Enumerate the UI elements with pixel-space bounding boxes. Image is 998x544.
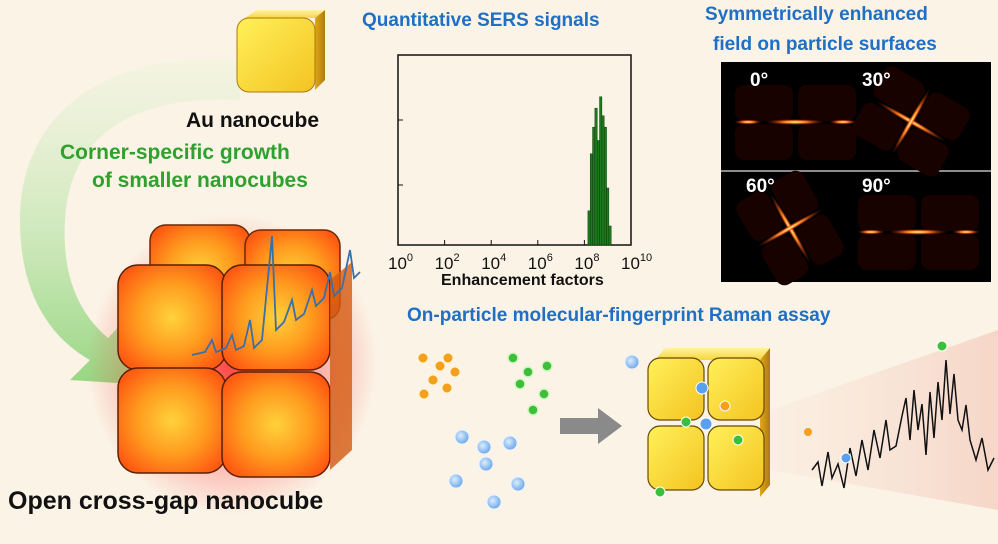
field-map-30 bbox=[852, 66, 970, 177]
au-nanocube-label: Au nanocube bbox=[186, 109, 320, 132]
quantitative-sers-title: Quantitative SERS signals bbox=[362, 10, 600, 31]
growth-label-line1: Corner-specific growth bbox=[60, 141, 290, 164]
field-map-90 bbox=[857, 195, 980, 270]
histogram-bar-6 bbox=[601, 115, 605, 246]
gold-cross-gap-nanocube bbox=[647, 348, 770, 498]
growth-label-line2: of smaller nanocubes bbox=[92, 169, 308, 192]
green-molecules bbox=[507, 352, 553, 416]
histogram-xlabel: Enhancement factors bbox=[441, 272, 604, 289]
histogram-xtick-label-5: 1010 bbox=[621, 252, 652, 273]
laser-beam bbox=[770, 330, 998, 510]
orange-molecules bbox=[417, 352, 461, 400]
growth-arrow bbox=[20, 58, 240, 385]
blue-molecules bbox=[448, 354, 640, 510]
histogram-xtick-label-2: 104 bbox=[481, 252, 506, 273]
cross-gap-nanocube bbox=[87, 215, 377, 515]
raman-assay-title: On-particle molecular-fingerprint Raman … bbox=[407, 305, 831, 326]
histogram-xtick-label-0: 100 bbox=[388, 252, 413, 273]
histogram-bar-9 bbox=[608, 225, 612, 246]
angle-0-label: 0° bbox=[750, 70, 769, 91]
angle-90-label: 90° bbox=[862, 176, 891, 197]
spectrum-marker-orange bbox=[804, 428, 812, 436]
histogram-bar-1 bbox=[589, 153, 593, 246]
field-title-line1: Symmetrically enhanced bbox=[705, 4, 928, 25]
histogram-bar-8 bbox=[606, 187, 610, 246]
field-map-0 bbox=[734, 85, 857, 160]
histogram-bar-2 bbox=[592, 126, 596, 246]
histogram-bar-5 bbox=[599, 96, 603, 246]
open-cross-gap-label: Open cross-gap nanocube bbox=[8, 487, 324, 515]
histogram-bar-4 bbox=[596, 140, 600, 246]
histogram-bar-3 bbox=[594, 107, 598, 246]
process-arrow bbox=[560, 408, 622, 444]
field-title-line2: field on particle surfaces bbox=[713, 34, 937, 55]
raman-spectrum-right bbox=[811, 359, 995, 489]
field-map-60 bbox=[736, 170, 844, 286]
histogram: 100 102 104 106 108 1010 bbox=[388, 54, 652, 273]
raman-spectrum-left bbox=[191, 235, 361, 356]
spectrum-marker-green bbox=[936, 340, 948, 352]
angle-60-label: 60° bbox=[746, 176, 775, 197]
histogram-xtick-label-3: 106 bbox=[528, 252, 553, 273]
spectrum-marker-blue bbox=[840, 452, 852, 464]
field-maps-panel bbox=[721, 62, 991, 286]
histogram-xtick-label-4: 108 bbox=[574, 252, 599, 273]
histogram-bar-0 bbox=[587, 210, 591, 246]
histogram-bar-7 bbox=[603, 126, 607, 246]
au-nanocube bbox=[236, 10, 325, 93]
histogram-xtick-label-1: 102 bbox=[435, 252, 460, 273]
angle-30-label: 30° bbox=[862, 70, 891, 91]
